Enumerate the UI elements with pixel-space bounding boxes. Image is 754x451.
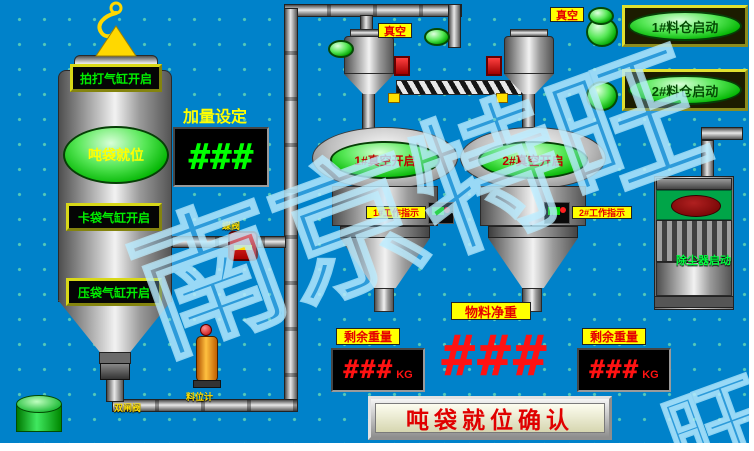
meter-status-dot	[560, 207, 566, 213]
level-gauge-lamp	[200, 324, 212, 336]
tonbag-tank-body	[58, 70, 172, 302]
tank2-meter	[544, 202, 570, 224]
vacuum1-start-button[interactable]: 1#真空开启	[330, 141, 440, 179]
remaining-weight-right-unit: KG	[642, 369, 659, 381]
silo2-indicator-lamp	[586, 81, 618, 111]
hopper1-body	[344, 36, 394, 74]
press-cylinder-button[interactable]: 压袋气缸开启	[66, 278, 162, 306]
screen-edge-right	[749, 0, 754, 451]
net-weight-value: ###	[441, 323, 549, 389]
gate-valve-label: 双闸阀	[114, 403, 142, 413]
level-gauge-base	[193, 380, 221, 388]
screen-edge-bottom	[0, 443, 754, 451]
dust-collector-filter-bags	[656, 220, 732, 262]
remaining-weight-left-title: 剩余重量	[336, 328, 400, 345]
meter-screen	[432, 207, 444, 215]
dust-collector-base	[654, 296, 734, 308]
dust-collector-start-label[interactable]: 除尘器启动	[676, 255, 731, 267]
hopper2-discharge-valve[interactable]	[486, 56, 502, 76]
green-drum-top	[16, 395, 62, 413]
tank1-status-label: 1#工作指示	[366, 206, 426, 219]
silo1-start-button[interactable]: 1#料仓启动	[628, 11, 742, 41]
level-gauge-label: 料位计	[186, 392, 214, 402]
pat-cylinder-button[interactable]: 拍打气缸开启	[70, 64, 162, 92]
hopper1-discharge-valve[interactable]	[394, 56, 410, 76]
tank2-status-label: 2#工作指示	[572, 206, 632, 219]
tank1-cone	[340, 238, 430, 288]
tank2-body	[480, 186, 586, 226]
pipe-riser	[284, 8, 298, 406]
butterfly-valve[interactable]	[228, 231, 258, 261]
valve-stem	[234, 245, 252, 250]
gate-valve-body[interactable]	[100, 363, 130, 380]
hopper2-indicator-lamp	[588, 7, 614, 25]
dust-collector-top-band	[656, 178, 732, 190]
butterfly-valve-label: 蝶阀	[222, 221, 241, 231]
hopper1-vacuum-label: 真空	[378, 23, 412, 38]
level-gauge-body	[196, 336, 218, 382]
duct-connector-right	[496, 93, 508, 103]
remaining-weight-right-title: 剩余重量	[582, 328, 646, 345]
tank2-flange	[488, 226, 578, 238]
remaining-weight-right-display: ### KG	[577, 348, 671, 392]
silo2-start-frame[interactable]: 2#料仓启动	[622, 69, 748, 111]
remaining-weight-left-value: ###	[343, 355, 394, 385]
dust-collector-plenum	[656, 190, 732, 220]
meter-screen	[548, 207, 560, 215]
bag-ready-confirm-label: 吨袋就位确认	[375, 403, 605, 433]
remaining-weight-left-unit: KG	[396, 369, 413, 381]
hopper1-indicator-lamp	[328, 40, 354, 58]
meter-status-dot	[444, 207, 450, 213]
clamp-cylinder-button[interactable]: 卡袋气缸开启	[66, 203, 162, 231]
dosing-value: ###	[188, 136, 254, 178]
tank2-cone	[488, 238, 578, 288]
dosing-title: 加量设定	[183, 109, 248, 126]
pipe-top-horizontal	[284, 4, 462, 17]
tank1-flange	[340, 226, 430, 238]
line-valve-indicator-lamp	[424, 28, 450, 46]
plenum-window	[671, 195, 721, 217]
silo2-start-button[interactable]: 2#料仓启动	[628, 75, 742, 105]
tank1-meter	[428, 202, 454, 224]
dust-collector-hopper	[656, 262, 732, 296]
pipe-top-right-stub	[448, 4, 461, 48]
remaining-weight-left-display: ### KG	[331, 348, 425, 392]
bag-ready-lamp: 吨袋就位	[63, 126, 169, 184]
hopper2-vacuum-label: 真空	[550, 7, 584, 22]
crane-hook-icon	[95, 1, 137, 57]
duct-connector-left	[388, 93, 400, 103]
tonbag-tank-cone	[58, 300, 172, 354]
remaining-weight-right-value: ###	[589, 355, 640, 385]
hopper1-cone	[344, 74, 394, 94]
dosing-value-display[interactable]: ###	[173, 127, 269, 187]
silo1-start-frame[interactable]: 1#料仓启动	[622, 5, 748, 47]
hopper2-body	[504, 36, 554, 74]
bag-ready-confirm-button[interactable]: 吨袋就位确认	[368, 396, 612, 440]
pipe-bottom-horizontal	[112, 399, 298, 412]
net-weight-title: 物料净重	[451, 302, 531, 320]
pipe-dust-inlet-elbow	[701, 127, 743, 140]
vacuum2-start-button[interactable]: 2#真空开启	[478, 141, 588, 179]
tank1-outlet	[374, 288, 394, 312]
